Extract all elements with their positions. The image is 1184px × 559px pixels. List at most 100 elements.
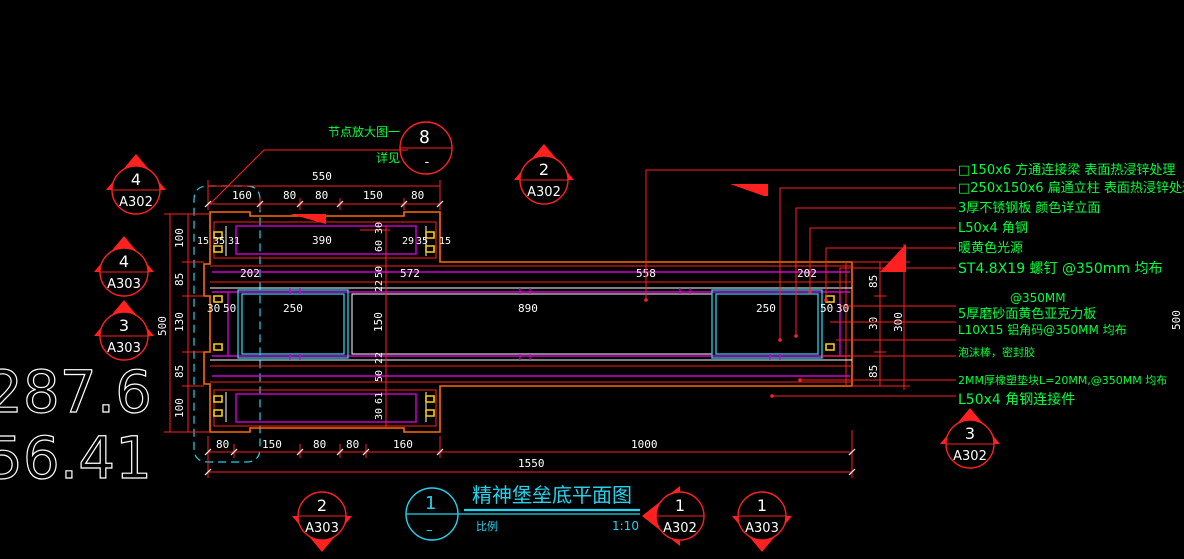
scale-label: 比例 bbox=[476, 519, 498, 533]
dim-center-5: 61 bbox=[374, 392, 385, 404]
dim-center-6: 30 bbox=[374, 408, 385, 420]
section-marker-number: 2 bbox=[539, 160, 549, 179]
dim-center-v1a: 60 bbox=[374, 240, 385, 252]
dim-mid-4: 250 bbox=[756, 302, 776, 315]
detail-callout-sheet: - bbox=[423, 155, 431, 170]
dim-row1-3: 390 bbox=[312, 234, 332, 247]
dim-row2-3: 202 bbox=[797, 267, 817, 280]
dim-bottom-3: 80 bbox=[346, 438, 359, 451]
magenta-plates bbox=[212, 225, 850, 423]
dim-bottom-total: 1550 bbox=[518, 457, 545, 470]
title-bubble-sheet: – bbox=[426, 523, 433, 538]
plan-outline bbox=[203, 211, 853, 433]
dim-bottom-0: 80 bbox=[216, 438, 229, 451]
dimension-texts: 550 160 80 80 150 80 15 35 31 390 29 35 … bbox=[156, 170, 1183, 470]
annotation-1: □250x150x6 扁通立柱 表面热浸锌处理 bbox=[958, 181, 1184, 196]
dim-right-0: 85 bbox=[867, 275, 880, 288]
drawing-title: 精神堡垒底平面图 bbox=[472, 483, 632, 507]
dim-left-total: 500 bbox=[156, 316, 169, 336]
dim-top-2: 80 bbox=[315, 189, 328, 202]
detail-callout: 节点放大图一 详见 8 - bbox=[328, 121, 453, 175]
dim-row1-0: 15 bbox=[197, 236, 209, 247]
section-marker-sheet: A302 bbox=[953, 449, 987, 464]
dim-mid-0: 30 bbox=[207, 302, 220, 315]
dim-mid-5: 50 bbox=[820, 302, 833, 315]
dim-center-4: 50 bbox=[374, 370, 385, 382]
section-marker-number: 3 bbox=[119, 316, 129, 335]
section-marker-number: 3 bbox=[965, 424, 975, 443]
cyan-panels bbox=[237, 289, 823, 359]
dim-top-0: 160 bbox=[232, 189, 252, 202]
section-marker-sheet: A302 bbox=[663, 521, 697, 536]
annotation-5: ST4.8X19 螺钉 @350mm 均布 bbox=[958, 261, 1162, 277]
dim-top-3: 150 bbox=[363, 189, 383, 202]
dim-top-4: 80 bbox=[411, 189, 424, 202]
annotation-leaders bbox=[209, 149, 956, 397]
annotation-6: @350MM bbox=[1010, 291, 1066, 305]
annotation-9: 泡沫棒，密封胶 bbox=[958, 345, 1035, 359]
dim-bottom-1: 150 bbox=[262, 438, 282, 451]
annotation-2: 3厚不锈钢板 颜色详立面 bbox=[958, 200, 1100, 216]
dim-row1-2: 31 bbox=[228, 236, 240, 247]
dim-center-1: 50 bbox=[374, 266, 385, 278]
dim-row1-6: 15 bbox=[439, 236, 451, 247]
dim-row2-0: 202 bbox=[240, 267, 260, 280]
title-block: 1 – 精神堡垒底平面图 比例 1:10 bbox=[405, 483, 640, 541]
dim-center-2: 150 bbox=[372, 312, 385, 332]
title-bubble-number: 1 bbox=[425, 493, 436, 514]
dim-left-1: 85 bbox=[173, 273, 186, 286]
red-flags bbox=[290, 184, 906, 272]
annotation-10: 2MM厚橡塑垫块L=20MM,@350MM 均布 bbox=[958, 373, 1167, 387]
dim-top-1: 80 bbox=[283, 189, 296, 202]
section-marker-number: 4 bbox=[131, 170, 141, 189]
dim-left-4: 100 bbox=[173, 398, 186, 418]
dim-center-3: 22 bbox=[374, 352, 385, 364]
annotation-0: □150x6 方通连接梁 表面热浸锌处理 bbox=[958, 162, 1175, 178]
annotation-8: L10X15 铝角码@350MM 均布 bbox=[958, 322, 1127, 337]
detail-callout-number: 8 bbox=[419, 127, 430, 148]
right-edge-label: 500 bbox=[1170, 310, 1183, 330]
dim-row1-4: 29 bbox=[402, 236, 414, 247]
dim-row2-1: 572 bbox=[400, 267, 420, 280]
dim-right-2: 85 bbox=[867, 365, 880, 378]
section-marker-sheet: A302 bbox=[527, 185, 561, 200]
dim-mid-6: 30 bbox=[836, 302, 849, 315]
annotation-4: 暖黄色光源 bbox=[958, 240, 1023, 256]
dim-center-0: 22 bbox=[374, 280, 385, 292]
dim-top-total: 550 bbox=[312, 170, 332, 183]
big-number-top: 287.6 bbox=[0, 358, 152, 426]
section-marker-sheet: A303 bbox=[107, 277, 141, 292]
big-number-bottom: 56.41 bbox=[0, 424, 152, 492]
section-marker-number: 2 bbox=[317, 496, 327, 515]
section-marker-sheet: A303 bbox=[305, 521, 339, 536]
cyan-dashed-boundary bbox=[193, 185, 261, 463]
annotation-11: L50x4 角钢连接件 bbox=[958, 391, 1075, 408]
dimension-ticks bbox=[204, 200, 856, 476]
section-marker-sheet: A303 bbox=[107, 341, 141, 356]
detail-callout-line1: 节点放大图一 bbox=[328, 124, 400, 139]
plan-inner-red bbox=[210, 221, 852, 427]
detail-callout-line2: 详见 bbox=[376, 150, 400, 165]
big-left-numbers: 287.6 56.41 bbox=[0, 357, 153, 492]
section-marker-number: 4 bbox=[119, 252, 129, 271]
dim-bottom-5: 1000 bbox=[631, 438, 658, 451]
dimension-lines bbox=[164, 180, 910, 478]
annotation-texts: □150x6 方通连接梁 表面热浸锌处理 □250x150x6 扁通立柱 表面热… bbox=[958, 162, 1184, 408]
dim-row1-1: 35 bbox=[213, 236, 225, 247]
dim-left-2: 130 bbox=[173, 312, 186, 332]
yellow-brackets bbox=[213, 231, 835, 417]
scale-value: 1:10 bbox=[612, 519, 639, 533]
dim-left-3: 85 bbox=[173, 365, 186, 378]
dim-bottom-2: 80 bbox=[313, 438, 326, 451]
annotation-dots bbox=[644, 290, 828, 398]
dim-mid-1: 50 bbox=[223, 302, 236, 315]
section-marker-sheet: A303 bbox=[745, 521, 779, 536]
